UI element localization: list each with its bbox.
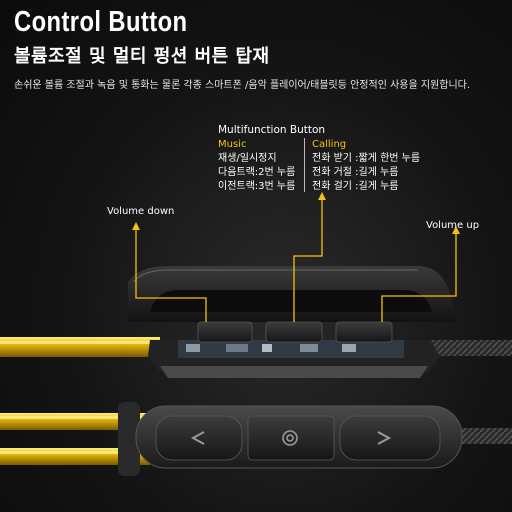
music-column: Music 재생/일시정지 다음트랙:2번 누름 이전트랙:3번 누름 <box>218 138 295 194</box>
assembled-remote <box>118 402 463 476</box>
calling-item: 전화 거절 :길게 누름 <box>312 167 399 178</box>
calling-item: 전화 받기 :짧게 한번 누름 <box>312 153 421 164</box>
column-divider <box>304 138 305 192</box>
lower-cables <box>0 413 512 465</box>
multifunction-title: Multifunction Button <box>218 124 326 136</box>
description-text: 손쉬운 볼륨 조절과 녹음 및 통화는 물론 각종 스마트폰 /음악 플레이어/… <box>14 80 471 91</box>
music-item: 이전트랙:3번 누름 <box>218 181 296 192</box>
calling-item: 전화 걸기 :길게 누름 <box>312 181 399 192</box>
music-item: 다음트랙:2번 누름 <box>218 167 296 178</box>
circle-button-icon <box>282 430 298 446</box>
chevron-right-icon <box>377 431 392 445</box>
page-title: Control Button <box>14 6 188 38</box>
music-heading: Music <box>218 139 247 150</box>
music-item: 재생/일시정지 <box>218 153 277 164</box>
volume-up-label: Volume up <box>426 220 480 231</box>
leader-lines <box>132 192 460 322</box>
exploded-remote <box>128 266 456 378</box>
calling-heading: Calling <box>312 139 347 150</box>
calling-column: Calling 전화 받기 :짧게 한번 누름 전화 거절 :길게 누름 전화 … <box>312 138 420 194</box>
volume-down-label: Volume down <box>107 206 175 217</box>
page-subtitle: 볼륨조절 및 멀티 펑션 버튼 탑재 <box>14 46 270 67</box>
chevron-left-icon <box>190 431 205 445</box>
